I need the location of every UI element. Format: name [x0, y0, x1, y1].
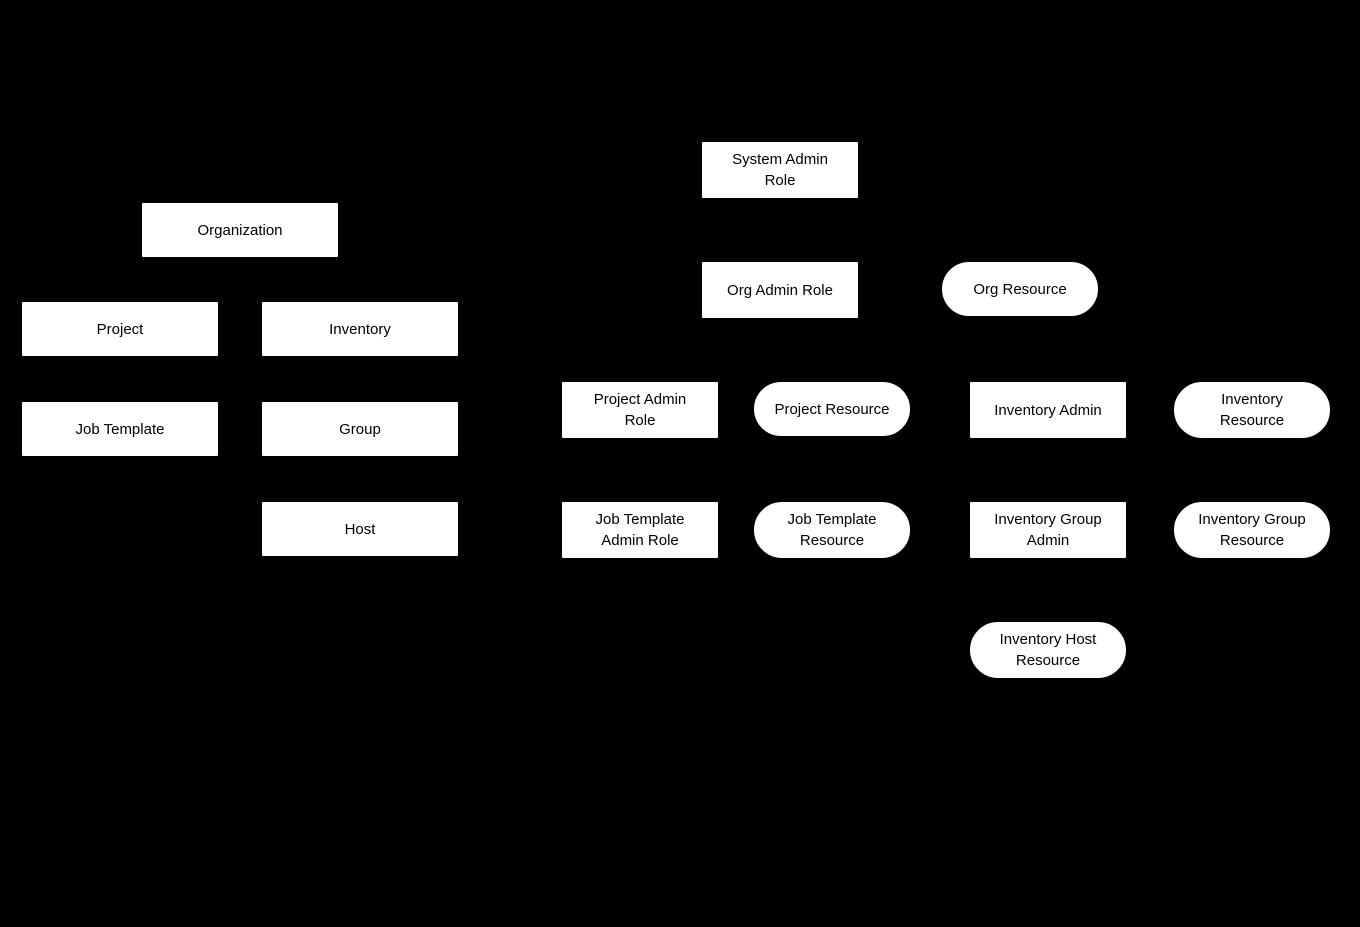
node-group-label: Group — [339, 420, 381, 438]
node-job-template-admin-role: Job Template Admin Role — [561, 501, 719, 559]
node-project-resource: Project Resource — [753, 381, 911, 437]
node-inventory-label: Inventory — [329, 320, 391, 338]
node-org-resource-label: Org Resource — [973, 280, 1067, 298]
node-job-template-resource-label: Job Template Resource — [787, 511, 877, 549]
node-inventory-admin-label: Inventory Admin — [994, 401, 1102, 419]
node-inventory: Inventory — [261, 301, 459, 357]
node-host: Host — [261, 501, 459, 557]
node-inventory-group-admin-label: Inventory Group Admin — [994, 511, 1102, 549]
node-job-template-resource: Job Template Resource — [753, 501, 911, 559]
node-project: Project — [21, 301, 219, 357]
node-job-template-admin-role-label: Job Template Admin Role — [595, 511, 685, 549]
node-inventory-admin: Inventory Admin — [969, 381, 1127, 439]
node-system-admin-role-label: System Admin Role — [732, 151, 828, 189]
node-inventory-host-resource-label: Inventory Host Resource — [999, 631, 1097, 669]
node-inventory-host-resource: Inventory Host Resource — [969, 621, 1127, 679]
node-inventory-resource: Inventory Resource — [1173, 381, 1331, 439]
node-project-label: Project — [96, 320, 144, 338]
node-inventory-group-resource: Inventory Group Resource — [1173, 501, 1331, 559]
node-inventory-group-admin: Inventory Group Admin — [969, 501, 1127, 559]
node-inventory-group-resource-label: Inventory Group Resource — [1198, 511, 1306, 549]
node-org-resource: Org Resource — [941, 261, 1099, 317]
node-host-label: Host — [344, 520, 376, 538]
node-organization-label: Organization — [197, 221, 283, 239]
node-job-template-label: Job Template — [75, 420, 165, 438]
node-inventory-resource-label: Inventory Resource — [1219, 391, 1285, 429]
node-org-admin-role: Org Admin Role — [701, 261, 859, 319]
node-org-admin-role-label: Org Admin Role — [727, 281, 833, 299]
node-job-template: Job Template — [21, 401, 219, 457]
node-group: Group — [261, 401, 459, 457]
node-project-admin-role-label: Project Admin Role — [593, 391, 687, 429]
node-project-resource-label: Project Resource — [774, 400, 890, 418]
node-system-admin-role: System Admin Role — [701, 141, 859, 199]
node-organization: Organization — [141, 202, 339, 258]
node-project-admin-role: Project Admin Role — [561, 381, 719, 439]
